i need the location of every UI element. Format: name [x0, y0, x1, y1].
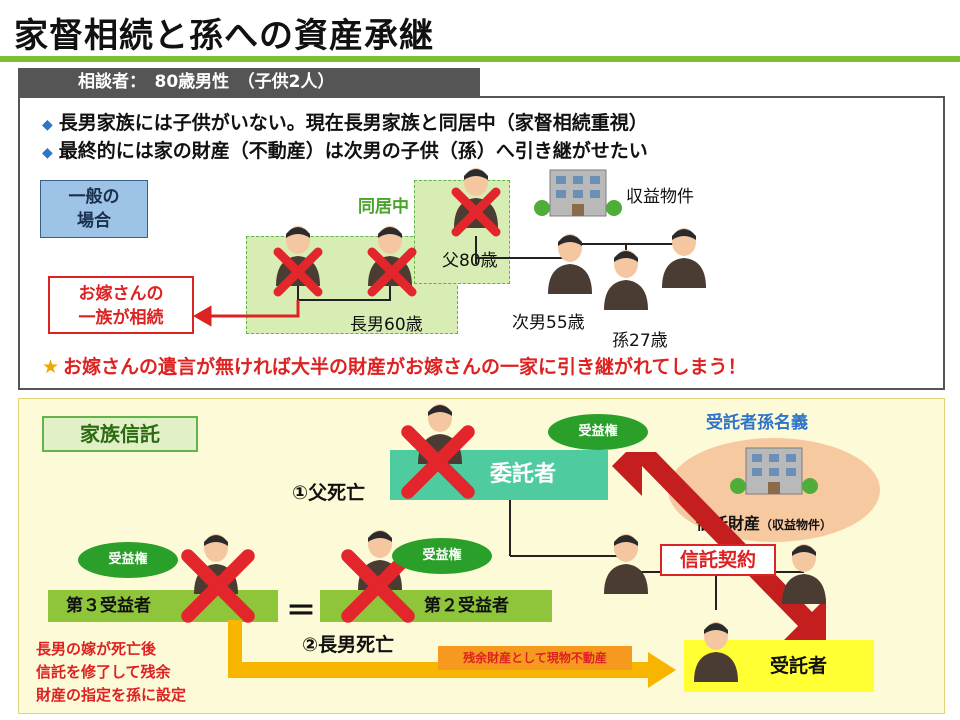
- bullet-1: ◆ 長男家族には子供がいない。現在長男家族と同居中（家督相続重視）: [42, 108, 648, 135]
- general-case-label-line2: 場合: [77, 211, 111, 231]
- star-icon: ★: [42, 356, 60, 378]
- general-case-label: 一般の 場合: [40, 180, 148, 238]
- person-icon: [604, 534, 648, 594]
- general-case-label-line1: 一般の: [68, 187, 120, 207]
- cohabiting-label: 同居中: [358, 197, 409, 217]
- person-icon: [694, 622, 738, 682]
- bride-family-line1: お嫁さんの: [78, 284, 164, 304]
- property-label: 収益物件: [626, 187, 694, 207]
- trust-property-note: （収益物件）: [760, 518, 833, 532]
- benefit-right-badge-third: 受益権: [78, 542, 178, 578]
- bullet-2: ◆ 最終的には家の財産（不動産）は次男の子供（孫）へ引き継がせたい: [42, 136, 648, 163]
- warning-message: お嫁さんの遺言が無ければ大半の財産がお嫁さんの一家に引き継がれてしまう！: [63, 356, 747, 378]
- bride-family-box: お嫁さんの 一族が相続: [48, 276, 194, 334]
- residual-property-label: 残余財産として現物不動産: [438, 646, 632, 670]
- building-icon: [533, 169, 623, 217]
- second-son-label: 次男55歳: [512, 313, 585, 333]
- diamond-icon: ◆: [42, 145, 53, 161]
- person-icon: [662, 228, 706, 288]
- benefit-right-badge-second: 受益権: [392, 538, 492, 574]
- trust-contract-label: 信託契約: [660, 544, 776, 576]
- grandson-label: 孫27歳: [612, 331, 668, 351]
- father-label: 父80歳: [442, 251, 498, 271]
- trust-note-line3: 財産の指定を孫に設定: [36, 686, 187, 704]
- eldest-son-death-label: ②長男死亡: [302, 634, 395, 656]
- title-underline: [0, 56, 960, 62]
- warning-text: ★お嫁さんの遺言が無ければ大半の財産がお嫁さんの一家に引き継がれてしまう！: [42, 352, 746, 379]
- arrow-icon: [612, 452, 826, 640]
- trust-note-line1: 長男の嫁が死亡後: [36, 640, 157, 658]
- father-death-label: ①父死亡: [292, 482, 366, 504]
- person-icon: [782, 544, 826, 604]
- diamond-icon: ◆: [42, 117, 53, 133]
- equals-sign: ＝: [286, 594, 316, 629]
- cohabitation-zone-joint: [415, 236, 457, 283]
- trust-note-line2: 信託を修了して残余: [36, 663, 171, 681]
- eldest-son-label: 長男60歳: [350, 315, 423, 335]
- arrow-icon: [192, 300, 300, 327]
- trust-note: 長男の嫁が死亡後 信託を修了して残余 財産の指定を孫に設定: [36, 638, 186, 707]
- bride-family-line2: 一族が相続: [78, 308, 164, 328]
- building-icon: [729, 447, 819, 495]
- page-title: 家督相続と孫への資産承継: [14, 16, 434, 56]
- bullet-1-text: 長男家族には子供がいない。現在長男家族と同居中（家督相続重視）: [58, 112, 648, 134]
- trustee-name-label: 受託者孫名義: [706, 413, 808, 433]
- consultant-header: 相談者： 80歳男性 （子供2人）: [18, 68, 480, 96]
- bullet-2-text: 最終的には家の財産（不動産）は次男の子供（孫）へ引き継がせたい: [58, 140, 648, 162]
- person-icon: [604, 250, 648, 310]
- family-tree-lines: [297, 236, 684, 301]
- benefit-right-badge-settlor: 受益権: [548, 414, 648, 450]
- family-trust-label: 家族信託: [42, 416, 198, 452]
